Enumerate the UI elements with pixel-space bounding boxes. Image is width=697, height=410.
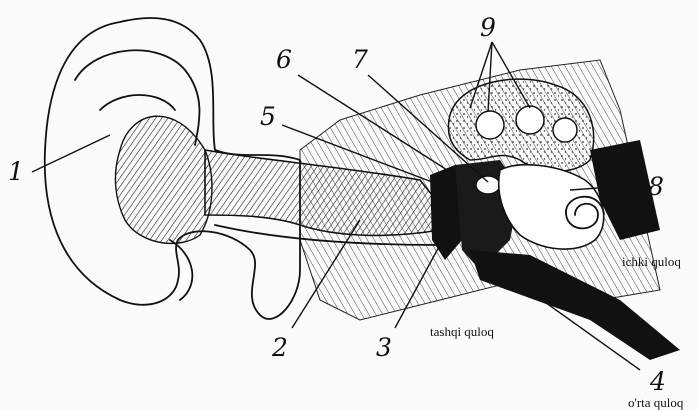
label-9: 9 — [480, 13, 496, 42]
canal-loop — [553, 118, 577, 142]
label-4: 4 — [649, 367, 666, 396]
antihelix — [100, 95, 175, 110]
canal-loop — [476, 111, 504, 139]
label-3: 3 — [376, 333, 392, 362]
leader-1 — [32, 135, 110, 172]
label-2: 2 — [271, 333, 288, 362]
label-8: 8 — [648, 172, 664, 201]
label-6: 6 — [276, 45, 292, 74]
label-7: 7 — [352, 45, 368, 74]
ossicle — [476, 176, 500, 194]
caption-inner-ear: ichki quloq — [622, 254, 681, 269]
label-5: 5 — [260, 102, 276, 131]
canal-loop — [516, 106, 544, 134]
label-1: 1 — [8, 157, 24, 186]
caption-middle-ear: o'rta quloq — [628, 395, 684, 410]
caption-outer-ear: tashqi quloq — [430, 324, 494, 339]
